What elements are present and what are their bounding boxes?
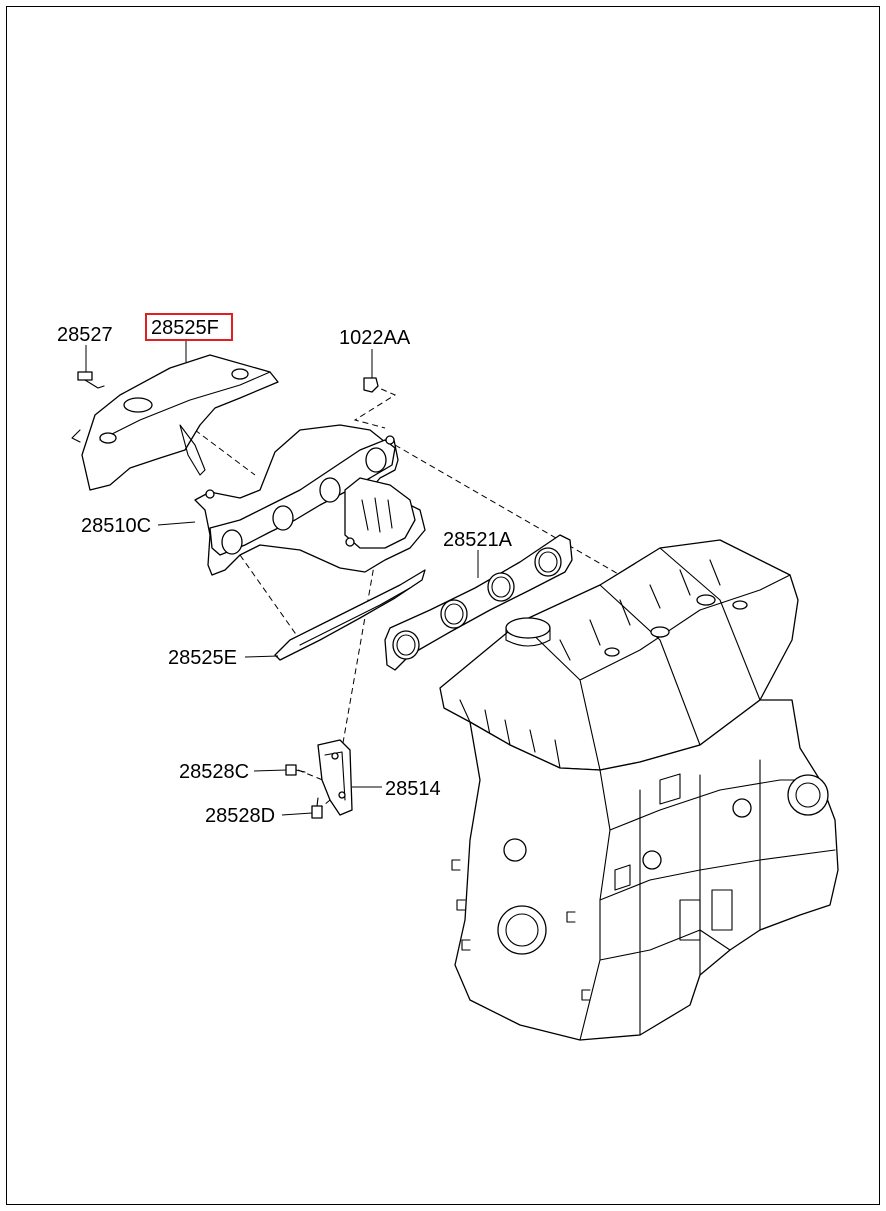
label-28528d: 28528D (205, 805, 275, 827)
bolt-28528c (285, 764, 306, 776)
drawing-frame (6, 6, 880, 1205)
part-labels: 28527 28525F 1022AA 28510C 28521A 28525E… (57, 317, 513, 827)
bolt-28527 (77, 371, 105, 389)
gasket-28521a (384, 534, 573, 671)
leader-lines (85, 340, 479, 816)
highlight-box-28525f (145, 313, 233, 341)
bolt-28528d (311, 797, 323, 819)
label-28525e: 28525E (168, 647, 237, 669)
bracket-28514 (317, 739, 353, 816)
heat-protector-28525e (274, 569, 426, 661)
label-28527: 28527 (57, 324, 113, 346)
exhaust-manifold-28510c (194, 424, 426, 576)
label-28521a: 28521A (443, 529, 513, 551)
label-1022aa: 1022AA (339, 327, 411, 349)
nut-1022aa (363, 377, 379, 393)
label-28514: 28514 (385, 778, 441, 800)
heat-protector-28525f (71, 354, 279, 491)
label-28510c: 28510C (81, 515, 151, 537)
label-28528c: 28528C (179, 761, 249, 783)
label-28525f: 28525F (151, 317, 219, 339)
engine-block (439, 539, 839, 1041)
